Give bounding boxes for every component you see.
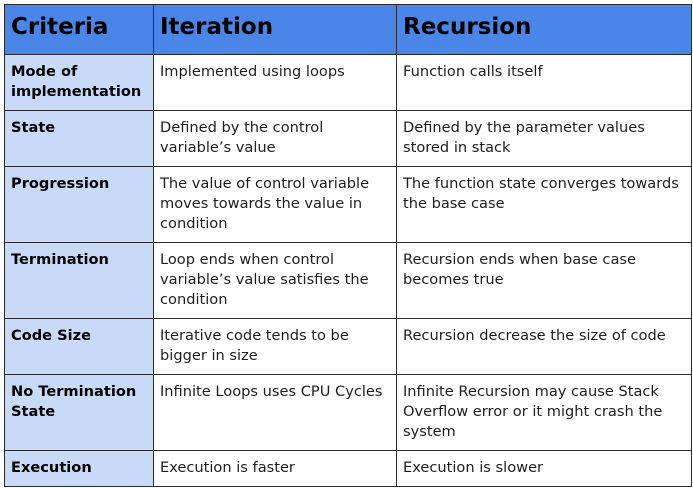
table-row: Code Size Iterative code tends to be big… [4, 318, 692, 375]
criteria-cell: State [4, 110, 154, 167]
table-row: Progression The value of control variabl… [4, 166, 692, 243]
table-row: Mode of implementation Implemented using… [4, 54, 692, 111]
criteria-cell: Progression [4, 166, 154, 243]
iteration-cell: The value of control variable moves towa… [153, 166, 397, 243]
header-criteria: Criteria [4, 4, 154, 55]
recursion-cell: Defined by the parameter values stored i… [396, 110, 692, 167]
recursion-cell: Function calls itself [396, 54, 692, 111]
recursion-cell: Recursion decrease the size of code [396, 318, 692, 375]
criteria-cell: Mode of implementation [4, 54, 154, 111]
table-row: Execution Execution is faster Execution … [4, 450, 692, 487]
recursion-cell: Infinite Recursion may cause Stack Overf… [396, 374, 692, 451]
recursion-cell: The function state converges towards the… [396, 166, 692, 243]
criteria-cell: Execution [4, 450, 154, 487]
table-row: Termination Loop ends when control varia… [4, 242, 692, 319]
header-recursion: Recursion [396, 4, 692, 55]
table-header: Criteria Iteration Recursion [4, 4, 692, 55]
iteration-cell: Iterative code tends to be bigger in siz… [153, 318, 397, 375]
comparison-table: Criteria Iteration Recursion Mode of imp… [4, 4, 692, 487]
recursion-cell: Recursion ends when base case becomes tr… [396, 242, 692, 319]
criteria-cell: No Termination State [4, 374, 154, 451]
header-iteration: Iteration [153, 4, 397, 55]
criteria-cell: Termination [4, 242, 154, 319]
recursion-cell: Execution is slower [396, 450, 692, 487]
header-row: Criteria Iteration Recursion [4, 4, 692, 55]
table-row: No Termination State Infinite Loops uses… [4, 374, 692, 451]
iteration-cell: Loop ends when control variable’s value … [153, 242, 397, 319]
iteration-cell: Infinite Loops uses CPU Cycles [153, 374, 397, 451]
table-body: Mode of implementation Implemented using… [4, 54, 692, 487]
iteration-cell: Execution is faster [153, 450, 397, 487]
criteria-cell: Code Size [4, 318, 154, 375]
table-row: State Defined by the control variable’s … [4, 110, 692, 167]
iteration-cell: Defined by the control variable’s value [153, 110, 397, 167]
iteration-cell: Implemented using loops [153, 54, 397, 111]
